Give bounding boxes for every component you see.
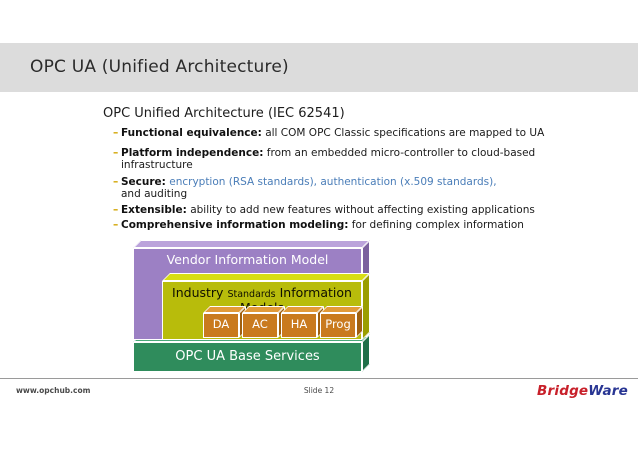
base-services-label: OPC UA Base Services bbox=[175, 349, 320, 364]
bullet-term: Functional equivalence: bbox=[121, 127, 262, 139]
service-box-front-face bbox=[242, 313, 278, 338]
bullet-item-platform: – Platform independence: from an embedde… bbox=[113, 147, 583, 171]
service-box-label: Prog bbox=[325, 317, 351, 331]
base-services-front-face bbox=[133, 342, 362, 372]
bullet-item-extensible: – Extensible: ability to add new feature… bbox=[113, 204, 583, 216]
bullet-text-line2: and auditing bbox=[121, 188, 188, 200]
service-box-label: AC bbox=[252, 317, 268, 331]
bullet-term: Platform independence: bbox=[121, 147, 264, 159]
footer-divider bbox=[0, 378, 638, 379]
bullet-text: ability to add new features without affe… bbox=[190, 204, 535, 216]
industry-models-side-face bbox=[362, 273, 370, 340]
bullet-list: – Functional equivalence: all COM OPC Cl… bbox=[113, 127, 583, 231]
page-title: OPC UA (Unified Architecture) bbox=[30, 57, 289, 77]
service-box-front-face bbox=[320, 313, 356, 338]
bullet-dash-icon: – bbox=[113, 176, 119, 188]
bridgeware-logo: BridgeWare bbox=[537, 383, 628, 399]
industry-models-top-face bbox=[162, 273, 370, 281]
industry-label-part2: Standards bbox=[227, 289, 276, 300]
bullet-item-modeling: – Comprehensive information modeling: fo… bbox=[113, 219, 583, 231]
content-heading: OPC Unified Architecture (IEC 62541) bbox=[103, 106, 345, 121]
title-band: OPC UA (Unified Architecture) bbox=[0, 43, 638, 92]
bullet-term: Extensible: bbox=[121, 204, 187, 216]
bullet-term: Comprehensive information modeling: bbox=[121, 219, 349, 231]
bullet-term: Secure: bbox=[121, 176, 166, 188]
logo-part-bridge: Bridge bbox=[537, 383, 589, 399]
bullet-text: for defining complex information bbox=[351, 219, 524, 231]
base-services-side-face bbox=[362, 334, 370, 372]
bullet-dash-icon: – bbox=[113, 127, 119, 139]
bullet-text-blue: encryption (RSA standards), authenticati… bbox=[169, 176, 497, 188]
service-box-label: HA bbox=[290, 317, 308, 331]
vendor-model-label: Vendor Information Model bbox=[166, 252, 329, 267]
bullet-item-functional: – Functional equivalence: all COM OPC Cl… bbox=[113, 127, 583, 139]
vendor-model-top-face bbox=[133, 240, 370, 248]
footer-website: www.opchub.com bbox=[16, 386, 91, 395]
bullet-dash-icon: – bbox=[113, 219, 119, 231]
service-box-front-face bbox=[281, 313, 317, 338]
logo-part-ware: Ware bbox=[588, 383, 628, 399]
bullet-text: all COM OPC Classic specifications are m… bbox=[265, 127, 545, 139]
slide-number: Slide 12 bbox=[303, 386, 335, 395]
service-box-front-face bbox=[203, 313, 239, 338]
service-box-label: DA bbox=[212, 317, 230, 331]
bullet-dash-icon: – bbox=[113, 204, 119, 216]
bullet-text-line2: infrastructure bbox=[121, 159, 193, 171]
bullet-text: from an embedded micro-controller to clo… bbox=[266, 147, 536, 159]
industry-label-part1: Industry bbox=[172, 285, 224, 300]
bullet-dash-icon: – bbox=[113, 147, 119, 159]
bullet-item-secure: – Secure: encryption (RSA standards), au… bbox=[113, 176, 583, 200]
